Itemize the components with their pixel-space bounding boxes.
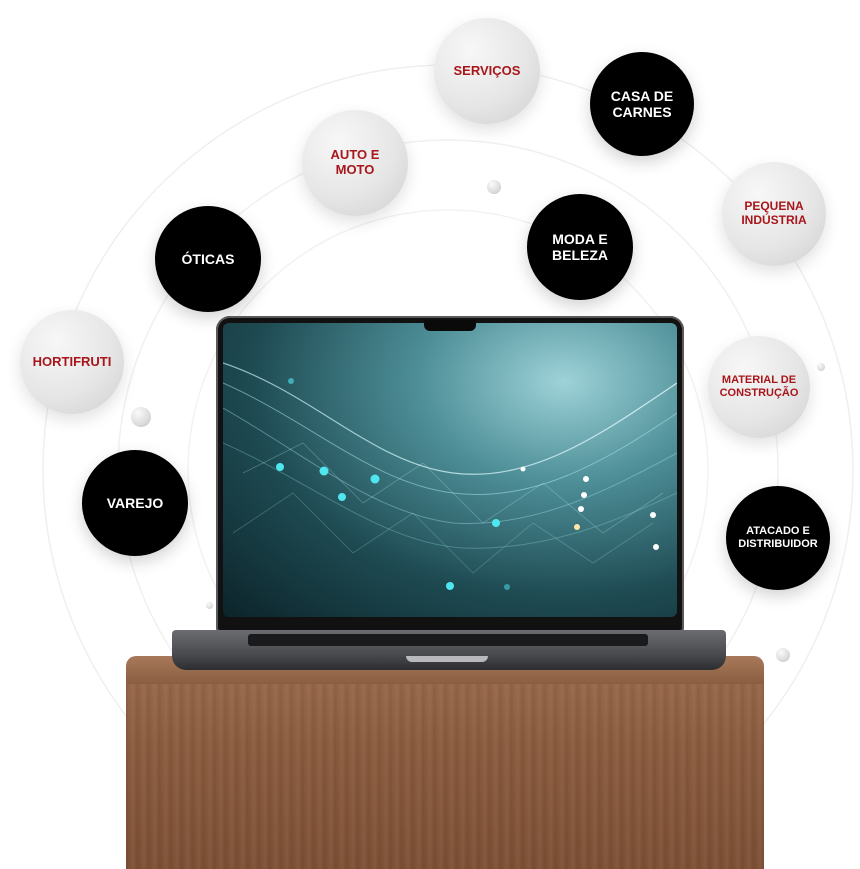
laptop-keyboard [248,634,648,646]
segment-material-de-construcao[interactable]: MATERIAL DE CONSTRUÇÃO [708,336,810,438]
decor-dot [776,648,790,662]
segment-pequena-industria[interactable]: PEQUENA INDÚSTRIA [722,162,826,266]
segment-oticas[interactable]: ÓTICAS [155,206,261,312]
segment-atacado-e-distribuidor[interactable]: ATACADO E DISTRIBUIDOR [726,486,830,590]
decor-dot [487,180,501,194]
segment-moda-e-beleza[interactable]: MODA E BELEZA [527,194,633,300]
segment-auto-e-moto[interactable]: AUTO E MOTO [302,110,408,216]
decor-dot [206,602,213,609]
segment-hortifruti[interactable]: HORTIFRUTI [20,310,124,414]
decor-dot [817,363,825,371]
wooden-pedestal [126,660,764,869]
decor-dot [131,407,151,427]
segment-casa-de-carnes[interactable]: CASA DE CARNES [590,52,694,156]
network-wave-graphic [223,362,677,590]
segment-servicos[interactable]: SERVIÇOS [434,18,540,124]
laptop-trackpad-notch [406,656,488,662]
laptop-screen [223,323,677,617]
laptop-camera-notch [424,320,476,331]
segment-varejo[interactable]: VAREJO [82,450,188,556]
